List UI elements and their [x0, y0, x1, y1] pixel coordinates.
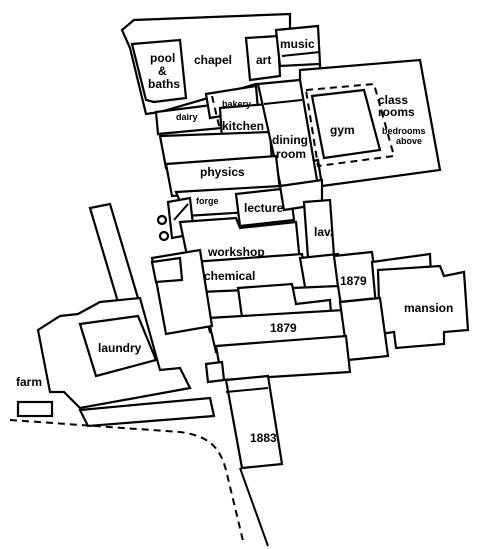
label-above: above: [396, 136, 422, 146]
mansion-building: [376, 264, 470, 350]
long-south-wing: [78, 396, 216, 428]
label-1879-north: 1879: [340, 274, 367, 288]
label-lav: lav.: [314, 225, 333, 239]
roadway-edge: [239, 467, 269, 547]
label-pool: pool: [150, 51, 175, 65]
small-annex: [204, 360, 226, 384]
labels: pool & baths chapel art music bakery dai…: [16, 37, 453, 445]
label-dairy: dairy: [176, 112, 198, 122]
label-room: room: [276, 147, 306, 161]
dining-divider: [263, 99, 303, 105]
roadway-dashed-line: [9, 419, 245, 546]
forge-pointer: [173, 203, 189, 221]
label-physics: physics: [200, 165, 245, 179]
north-block: [120, 12, 322, 116]
farm-building: [16, 400, 54, 418]
label-dining: dining: [272, 133, 308, 147]
label-farm: farm: [16, 375, 42, 389]
laundry-block: [36, 202, 216, 428]
building-1883: [224, 374, 284, 470]
label-kitchen: kitchen: [222, 119, 264, 133]
well-marker-2: [158, 230, 170, 242]
gym-room: [310, 88, 382, 160]
label-class: class: [378, 93, 408, 107]
label-baths: baths: [148, 77, 180, 91]
west-cross-inner: [150, 256, 184, 284]
dairy-bakery-dashed-line: [211, 95, 221, 131]
laundry-room: [78, 314, 158, 378]
label-rooms: rooms: [378, 105, 415, 119]
farm-block: [9, 400, 269, 547]
label-bakery: bakery: [222, 99, 251, 109]
label-art: art: [256, 53, 271, 67]
label-lecture: lecture: [244, 201, 284, 215]
music-divider: [281, 51, 321, 57]
pool-and-baths-room: [130, 38, 188, 104]
label-1883: 1883: [250, 431, 277, 445]
label-gym: gym: [330, 123, 355, 137]
label-chapel: chapel: [194, 53, 232, 67]
label-music: music: [280, 37, 315, 51]
lecture-room: [234, 186, 296, 228]
mansion-block: [376, 264, 470, 350]
label-1879-south: 1879: [270, 321, 297, 335]
well-marker-1: [156, 214, 168, 226]
dining-gym-block: [256, 58, 442, 194]
label-mansion: mansion: [404, 301, 453, 315]
label-bedrooms: bedrooms: [382, 126, 426, 136]
building-1883-divider: [225, 387, 269, 393]
bedrooms-above-outline: [304, 82, 396, 168]
wing-1879-south: [198, 282, 390, 384]
label-laundry: laundry: [98, 341, 142, 355]
label-workshop: workshop: [207, 245, 265, 259]
art-room: [244, 34, 282, 82]
building-1883-block: [224, 374, 284, 470]
label-amp: &: [158, 64, 167, 78]
label-forge: forge: [196, 196, 219, 206]
label-chemical: chemical: [204, 269, 255, 283]
